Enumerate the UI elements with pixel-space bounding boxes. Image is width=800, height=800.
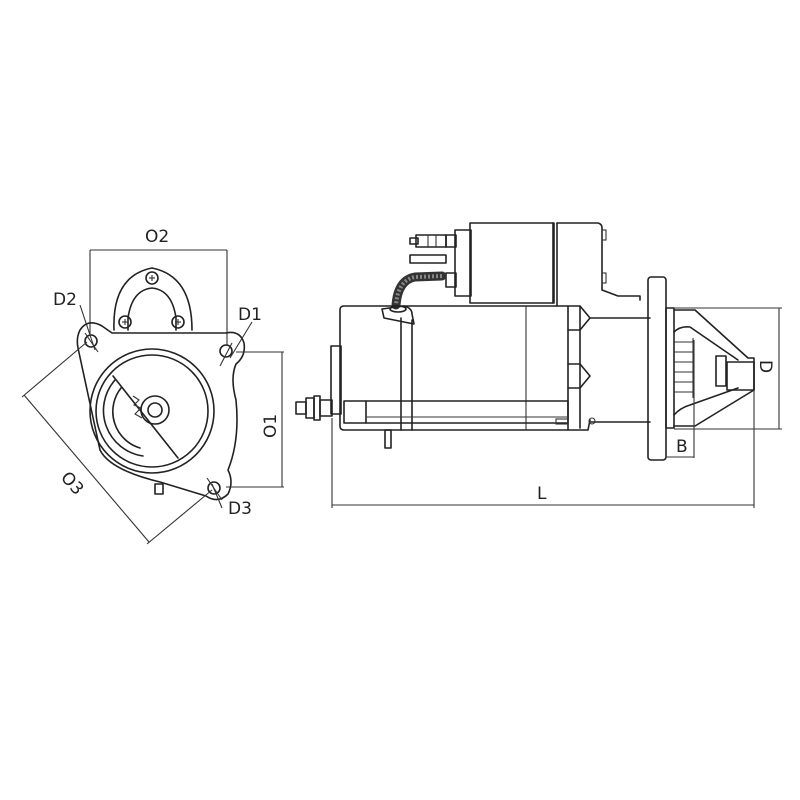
label-d1: D1 bbox=[238, 305, 262, 325]
label-o1: O1 bbox=[261, 414, 281, 438]
dimension-o2: O2 bbox=[89, 227, 228, 345]
motor-body bbox=[330, 305, 651, 449]
dimension-d: D bbox=[674, 307, 782, 430]
label-o2: O2 bbox=[145, 227, 169, 247]
front-view: O2 bbox=[21, 227, 284, 545]
pinion-gear bbox=[140, 395, 170, 425]
mounting-flange bbox=[647, 276, 667, 461]
label-d3: D3 bbox=[228, 499, 252, 519]
label-o3: O3 bbox=[56, 468, 87, 499]
hole-d3 bbox=[207, 481, 221, 495]
side-view: D B L bbox=[295, 222, 782, 508]
solenoid bbox=[409, 222, 641, 307]
label-b: B bbox=[676, 437, 688, 457]
dimension-l: L bbox=[331, 390, 755, 508]
dimension-b: B bbox=[666, 340, 695, 458]
label-d: D bbox=[755, 360, 775, 373]
braided-cable bbox=[391, 271, 447, 310]
terminal-bolt bbox=[295, 395, 333, 421]
pinion-nose bbox=[673, 309, 755, 427]
hole-d2 bbox=[84, 334, 98, 348]
hole-d1 bbox=[219, 344, 233, 358]
label-l: L bbox=[537, 484, 547, 504]
dimension-o1: O1 bbox=[226, 351, 284, 488]
terminal-arch bbox=[113, 267, 193, 331]
outer-ring bbox=[89, 348, 215, 474]
label-d2: D2 bbox=[53, 290, 77, 310]
front-flange-outline bbox=[76, 322, 246, 501]
